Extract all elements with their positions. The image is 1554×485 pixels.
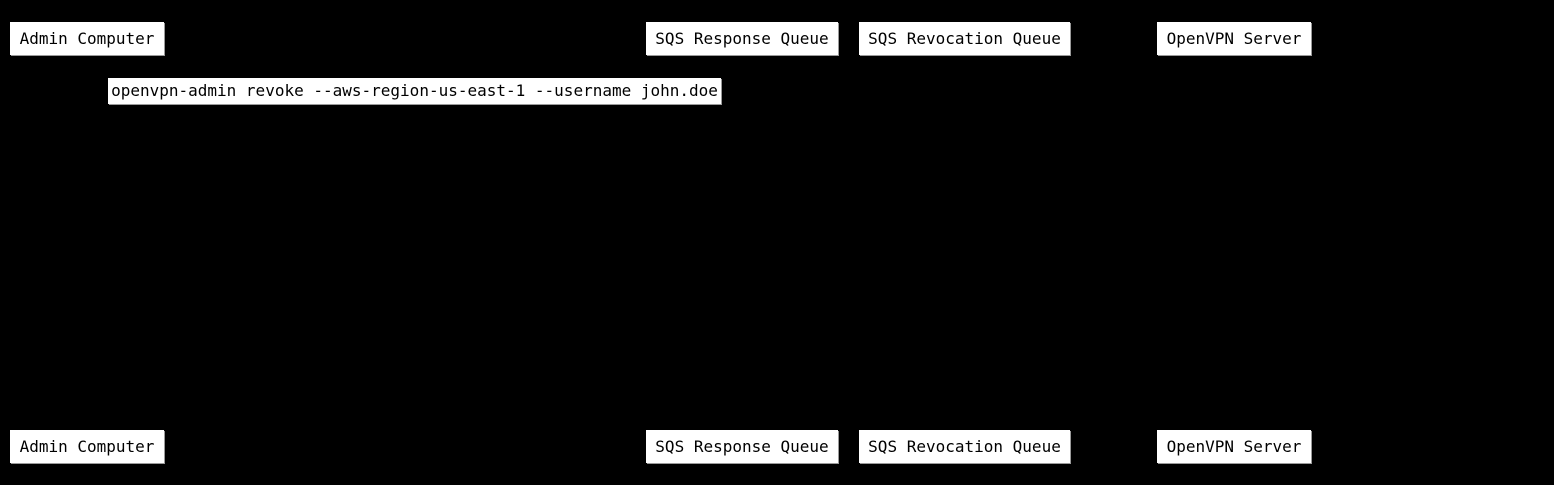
participant-bottom-sqs-revocation-queue: SQS Revocation Queue	[859, 430, 1070, 463]
participant-top-openvpn-server: OpenVPN Server	[1157, 22, 1311, 55]
participant-top-sqs-revocation-queue: SQS Revocation Queue	[859, 22, 1070, 55]
participant-bottom-admin-computer: Admin Computer	[10, 430, 164, 463]
participant-bottom-sqs-response-queue: SQS Response Queue	[646, 430, 838, 463]
participant-bottom-openvpn-server: OpenVPN Server	[1157, 430, 1311, 463]
participant-top-sqs-response-queue: SQS Response Queue	[646, 22, 838, 55]
message-label-revoke-command: openvpn-admin revoke --aws-region-us-eas…	[108, 78, 721, 104]
participant-top-admin-computer: Admin Computer	[10, 22, 164, 55]
